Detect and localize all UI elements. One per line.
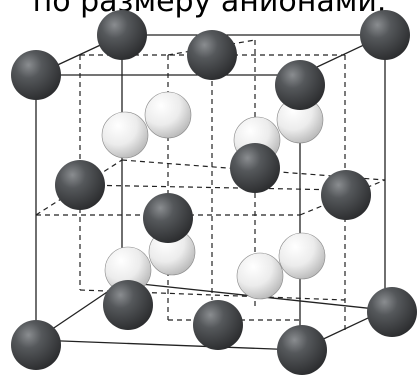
dark-sphere (55, 160, 105, 210)
dark-spheres (11, 10, 417, 375)
dark-sphere (360, 10, 410, 60)
dark-sphere (11, 320, 61, 370)
dark-sphere (143, 193, 193, 243)
dark-sphere (187, 30, 237, 80)
dark-sphere (103, 280, 153, 330)
internal-dashed-lines (35, 39, 386, 330)
dark-sphere (230, 143, 280, 193)
dark-sphere (11, 50, 61, 100)
light-spheres (101, 91, 326, 300)
dark-sphere (367, 287, 417, 337)
dark-sphere (275, 60, 325, 110)
light-sphere (236, 252, 284, 300)
dark-sphere (193, 300, 243, 350)
light-sphere (101, 111, 149, 159)
light-sphere (144, 91, 192, 139)
light-sphere (278, 232, 326, 280)
dark-sphere (321, 170, 371, 220)
dark-sphere (97, 10, 147, 60)
dark-sphere (277, 325, 327, 375)
